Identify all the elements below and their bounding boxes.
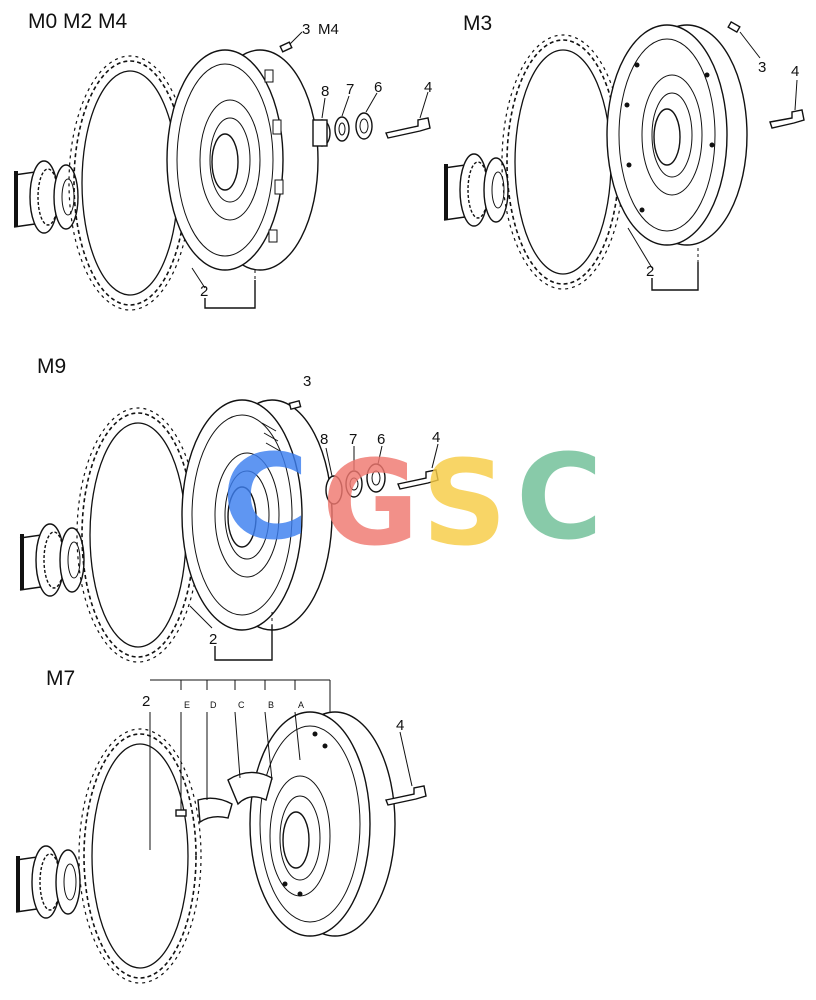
- callout-2: 2: [142, 693, 150, 710]
- watermark-letter: G: [322, 434, 419, 572]
- callout-8: 8: [321, 83, 329, 100]
- segment-c: [227, 771, 273, 806]
- crankshaft-end: [15, 845, 81, 919]
- screw-e: [175, 809, 187, 817]
- flywheel: [249, 711, 396, 937]
- crankshaft-end: [443, 153, 509, 227]
- watermark-letter: S: [422, 434, 507, 572]
- watermark-logo: C G S C: [222, 428, 603, 572]
- callout-4: 4: [791, 63, 799, 80]
- bolt-4: [385, 117, 431, 139]
- callout-d: D: [210, 700, 217, 710]
- assembly-m9: M9 3 8 7 6 4 2: [19, 355, 440, 663]
- section-label: M9: [37, 355, 66, 378]
- pin: [727, 20, 741, 34]
- flywheel: [606, 24, 748, 246]
- callout-a: A: [298, 700, 304, 710]
- assembly-m3: M3 3 4 2: [443, 12, 805, 291]
- callout-m4: M4: [318, 21, 339, 38]
- callout-3: 3: [303, 373, 311, 390]
- callout-7: 7: [346, 81, 354, 98]
- assembly-m7: M7 2 E D C B A 4: [15, 667, 427, 984]
- seal-7: [345, 470, 363, 498]
- callout-3: 3: [302, 21, 310, 38]
- ring-6: [366, 463, 386, 493]
- watermark-letter: C: [516, 428, 603, 566]
- pin: [288, 399, 302, 411]
- segment-d: [197, 797, 233, 824]
- ring-gear: [501, 34, 625, 290]
- ring-gear: [78, 728, 202, 984]
- callout-8: 8: [320, 431, 328, 448]
- callout-4: 4: [396, 717, 404, 734]
- crankshaft-end: [19, 523, 85, 597]
- callout-4: 4: [432, 429, 440, 446]
- section-label: M0 M2 M4: [28, 10, 128, 33]
- flywheel: [166, 49, 319, 271]
- ring-6: [355, 112, 373, 140]
- crankshaft-end: [13, 160, 79, 234]
- bolt-4: [385, 785, 427, 806]
- callout-c: C: [238, 700, 245, 710]
- callout-2: 2: [209, 631, 217, 648]
- bolt-4: [397, 469, 439, 490]
- seal-7: [334, 116, 350, 142]
- callout-2: 2: [200, 283, 208, 300]
- callout-6: 6: [374, 79, 382, 96]
- callout-e: E: [184, 700, 190, 710]
- callout-b: B: [268, 700, 274, 710]
- callout-7: 7: [349, 431, 357, 448]
- bolt-4: [769, 109, 805, 129]
- pin: [279, 41, 293, 53]
- bearing-8: [325, 475, 343, 505]
- section-label: M3: [463, 12, 492, 35]
- ring-gear: [76, 407, 200, 663]
- callout-3: 3: [758, 59, 766, 76]
- callout-4: 4: [424, 79, 432, 96]
- section-label: M7: [46, 667, 75, 690]
- assembly-m0-m2-m4: M0 M2 M4 3 M4 8 7 6 4 2: [13, 10, 432, 311]
- bearing-sleeve: [312, 119, 328, 147]
- flywheel: [181, 399, 333, 631]
- callout-2: 2: [646, 263, 654, 280]
- watermark-letter: C: [222, 428, 309, 566]
- callout-6: 6: [377, 431, 385, 448]
